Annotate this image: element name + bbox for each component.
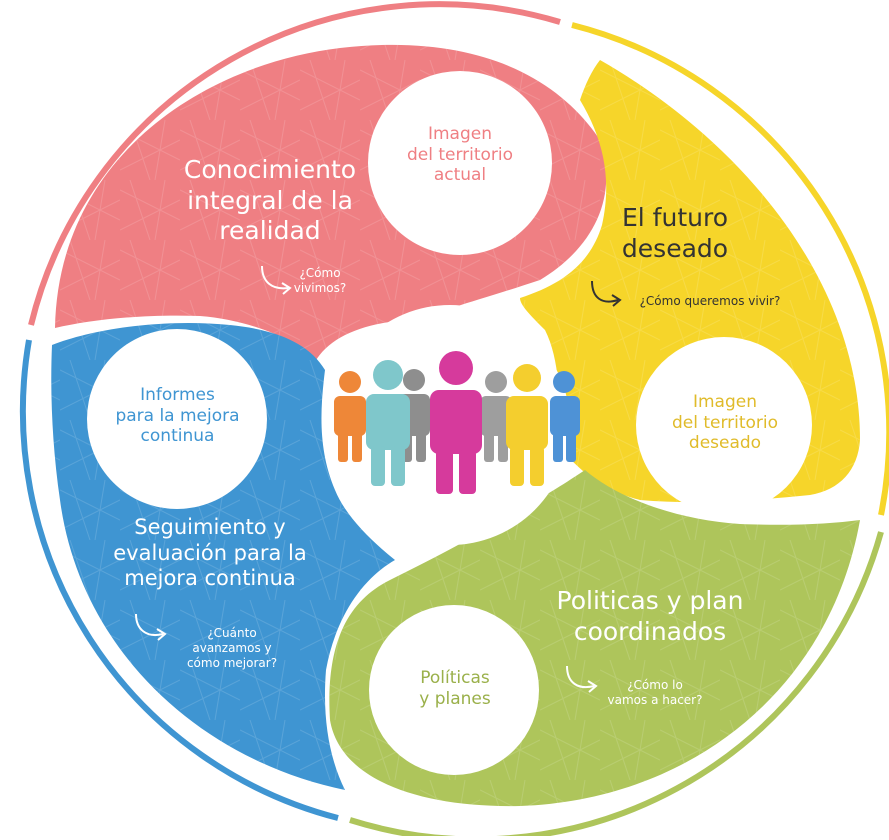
- green-circle-text: Políticas y planes: [419, 668, 491, 709]
- curved-arrow-icon: [566, 665, 595, 688]
- circle-red-inner: [368, 71, 552, 255]
- blue-circle-text: Informes para la mejora continua: [115, 385, 240, 447]
- curved-arrow-icon: [591, 280, 619, 303]
- curved-arrow-icon: [135, 613, 164, 636]
- curved-arrow-icon: [281, 282, 292, 295]
- yellow-circle-text: Imagen del territorio deseado: [671, 392, 779, 454]
- green-question: ¿Cómo lo vamos a hacer?: [607, 678, 703, 707]
- outer-ring-red-arc: [28, 1, 561, 326]
- red-title: Conocimiento integral de la realidad: [183, 155, 357, 245]
- yellow-title: El futuro deseado: [621, 203, 729, 263]
- curved-arrow-icon: [611, 294, 622, 307]
- curved-arrow-icon: [156, 628, 167, 641]
- curved-arrow-icon: [261, 265, 289, 290]
- circle-blue-inner: [87, 329, 267, 509]
- outer-ring-blue-arc: [19, 339, 339, 821]
- green-title: Politicas y plan coordinados: [556, 586, 744, 646]
- blue-question: ¿Cuánto avanzamos y cómo mejorar?: [186, 626, 278, 670]
- circle-green-inner: [369, 605, 539, 775]
- blue-title: Seguimiento y evaluación para la mejora …: [113, 515, 307, 591]
- yellow-question: ¿Cómo queremos vivir?: [639, 294, 781, 308]
- red-question: ¿Cómo vivimos?: [293, 266, 347, 295]
- circle-yellow-inner: [636, 337, 812, 513]
- curved-arrow-icon: [587, 680, 598, 693]
- people-group-icon: [334, 351, 580, 494]
- red-circle-text: Imagen del territorio actual: [406, 124, 514, 186]
